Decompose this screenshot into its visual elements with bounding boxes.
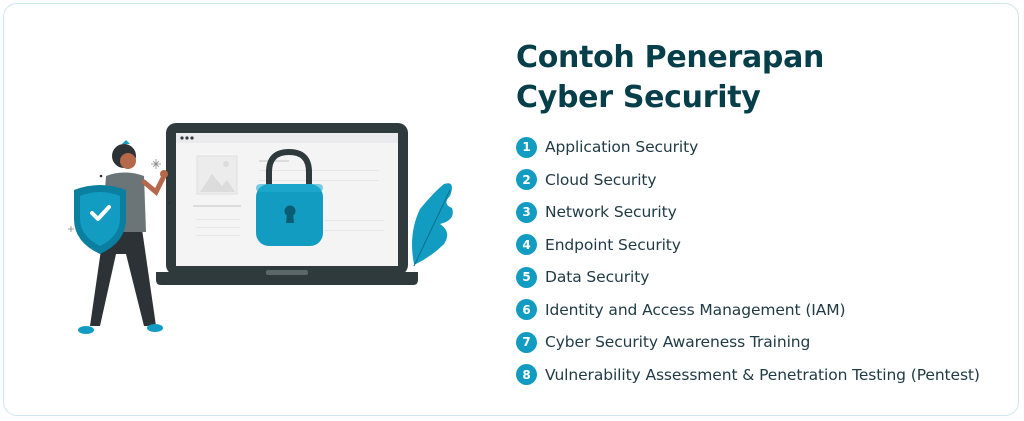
number-badge: 2	[516, 169, 537, 191]
number-badge: 5	[516, 266, 537, 288]
list-item: 3 Network Security	[516, 196, 980, 229]
number-badge: 1	[516, 136, 537, 158]
infographic-card: Contoh Penerapan Cyber Security 1 Applic…	[3, 3, 1019, 416]
list-item-label: Application Security	[545, 138, 699, 157]
list-item: 1 Application Security	[516, 131, 980, 164]
list-item-label: Data Security	[545, 268, 650, 287]
leaf-icon	[412, 183, 453, 267]
cyber-security-illustration	[68, 123, 453, 334]
list-item: 5 Data Security	[516, 261, 980, 294]
list-item-label: Cyber Security Awareness Training	[545, 333, 811, 352]
number-badge: 3	[516, 201, 537, 223]
list-item: 2 Cloud Security	[516, 164, 980, 197]
number-badge: 6	[516, 299, 537, 321]
page-title: Contoh Penerapan Cyber Security	[516, 38, 824, 118]
number-badge: 4	[516, 234, 537, 256]
list-item: 7 Cyber Security Awareness Training	[516, 326, 980, 359]
title-line-1: Contoh Penerapan	[516, 40, 825, 75]
title-line-2: Cyber Security	[516, 80, 761, 115]
list-item-label: Endpoint Security	[545, 235, 681, 254]
shield-check-icon	[74, 185, 126, 254]
number-badge: 7	[516, 331, 537, 353]
padlock-icon	[256, 148, 323, 246]
list-item-label: Network Security	[545, 203, 677, 222]
list-item: 6 Identity and Access Management (IAM)	[516, 294, 980, 327]
list-item-label: Identity and Access Management (IAM)	[545, 300, 846, 319]
list-item-label: Cloud Security	[545, 170, 657, 189]
security-types-list: 1 Application Security 2 Cloud Security …	[516, 131, 980, 391]
sparkle-icon	[68, 159, 161, 232]
number-badge: 8	[516, 364, 537, 386]
list-item-label: Vulnerability Assessment & Penetration T…	[545, 365, 980, 384]
list-item: 8 Vulnerability Assessment & Penetration…	[516, 359, 980, 392]
list-item: 4 Endpoint Security	[516, 229, 980, 262]
